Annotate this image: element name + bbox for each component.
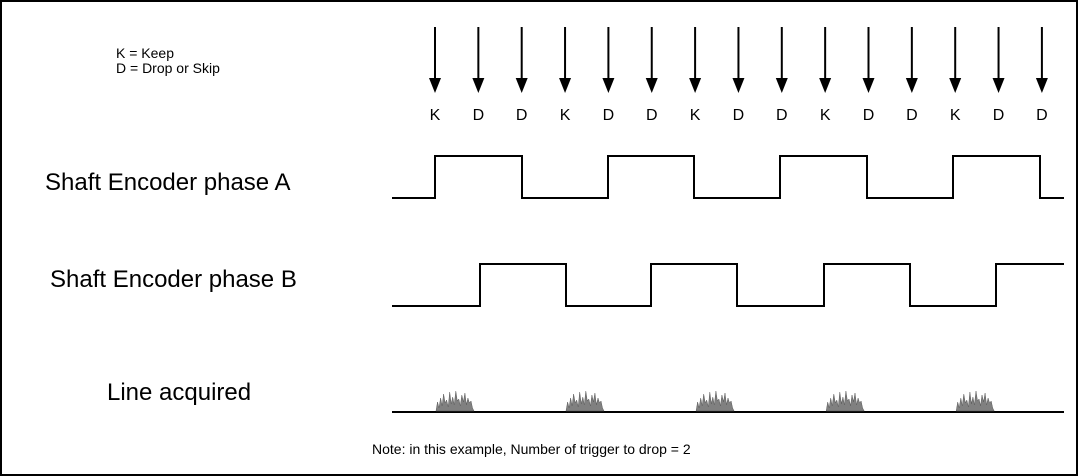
trigger-letter: D bbox=[776, 107, 788, 124]
trigger-letter: D bbox=[906, 107, 918, 124]
trigger-arrow bbox=[602, 27, 615, 93]
line-acquired-label: Line acquired bbox=[107, 379, 251, 406]
trigger-arrow bbox=[645, 27, 658, 93]
footnote: Note: in this example, Number of trigger… bbox=[372, 441, 691, 457]
trigger-arrow bbox=[472, 27, 485, 93]
acquisition-bursts bbox=[435, 390, 995, 412]
trigger-letter: D bbox=[473, 107, 485, 124]
trigger-arrow bbox=[559, 27, 572, 93]
trigger-arrow bbox=[862, 27, 875, 93]
phase-b-waveform bbox=[392, 263, 1064, 307]
trigger-arrow bbox=[732, 27, 745, 93]
trigger-arrows bbox=[429, 27, 1048, 93]
trigger-arrow bbox=[689, 27, 702, 93]
trigger-letter: D bbox=[646, 107, 658, 124]
trigger-arrow bbox=[775, 27, 788, 93]
acquisition-burst bbox=[435, 390, 475, 412]
trigger-arrow bbox=[992, 27, 1005, 93]
acquisition-burst bbox=[825, 390, 865, 412]
trigger-letter: K bbox=[820, 107, 831, 124]
phase-a-waveform bbox=[392, 155, 1064, 199]
trigger-letter: D bbox=[603, 107, 615, 124]
acquisition-burst bbox=[955, 390, 995, 412]
trigger-letter: K bbox=[430, 107, 441, 124]
trigger-letter: K bbox=[690, 107, 701, 124]
trigger-arrow bbox=[515, 27, 528, 93]
trigger-letter: D bbox=[516, 107, 528, 124]
trigger-arrow bbox=[1035, 27, 1048, 93]
phase-a-label: Shaft Encoder phase A bbox=[45, 169, 291, 196]
trigger-arrow bbox=[949, 27, 962, 93]
trigger-letter: D bbox=[863, 107, 875, 124]
acquisition-burst bbox=[565, 390, 605, 412]
trigger-letter: D bbox=[733, 107, 745, 124]
legend-keep: K = Keep bbox=[116, 45, 174, 61]
trigger-letter: K bbox=[950, 107, 961, 124]
trigger-arrow bbox=[905, 27, 918, 93]
trigger-arrow bbox=[429, 27, 441, 93]
trigger-arrow bbox=[819, 27, 832, 93]
trigger-letter: D bbox=[993, 107, 1005, 124]
trigger-letter: D bbox=[1036, 107, 1048, 124]
phase-b-label: Shaft Encoder phase B bbox=[50, 266, 297, 293]
trigger-letter: K bbox=[560, 107, 571, 124]
legend-drop: D = Drop or Skip bbox=[116, 60, 220, 76]
acquisition-burst bbox=[695, 390, 735, 412]
